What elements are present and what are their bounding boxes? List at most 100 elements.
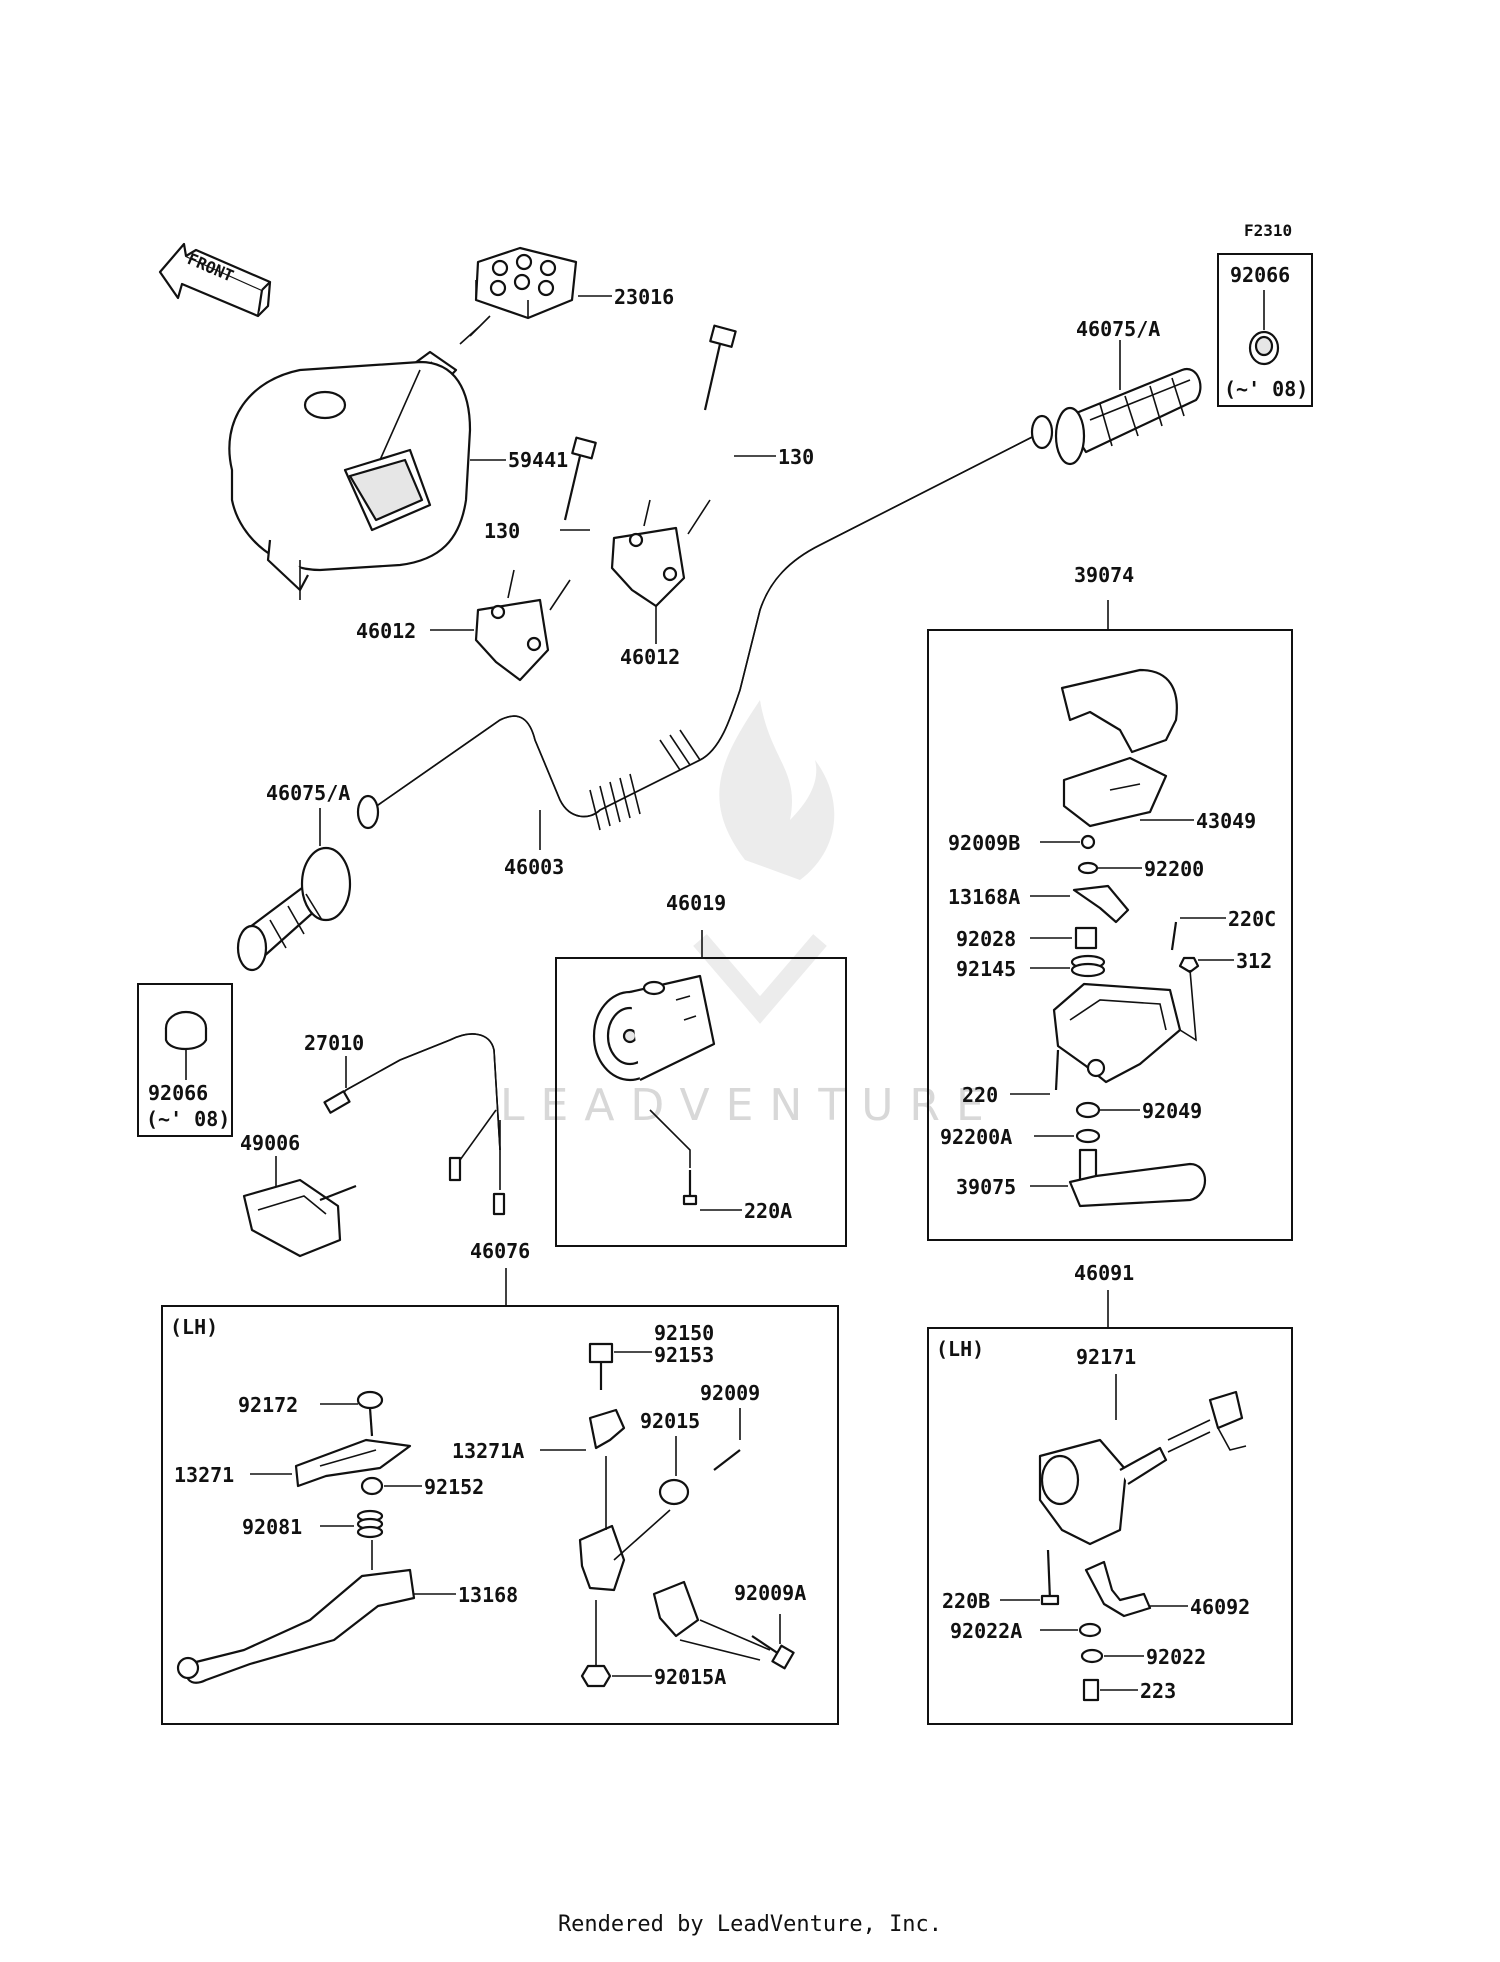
label-92009b: 92009B — [948, 831, 1020, 855]
box-46076 — [161, 1305, 839, 1725]
box-92066-top — [1217, 253, 1313, 407]
label-92150: 92150 — [654, 1321, 714, 1345]
label-92081: 92081 — [242, 1515, 302, 1539]
label-92200a: 92200A — [940, 1125, 1012, 1149]
label-92171: 92171 — [1076, 1345, 1136, 1369]
label-43049: 43049 — [1196, 809, 1256, 833]
label-39074: 39074 — [1074, 563, 1134, 587]
part-92200a — [1075, 1128, 1101, 1144]
label-46003: 46003 — [504, 855, 564, 879]
part-92066-top — [1248, 330, 1280, 366]
label-92152: 92152 — [424, 1475, 484, 1499]
label-92015a: 92015A — [654, 1665, 726, 1689]
footer-credit: Rendered by LeadVenture, Inc. — [557, 1912, 943, 1937]
part-223-screw — [1082, 1678, 1100, 1702]
part-46091-switch — [1038, 1390, 1247, 1546]
part-13168-lever — [176, 1540, 416, 1684]
part-39074-housing — [1060, 668, 1178, 754]
part-92022 — [1080, 1648, 1104, 1664]
part-92015-nut — [658, 1478, 690, 1506]
label-220: 220 — [962, 1083, 998, 1107]
label-220b: 220B — [942, 1589, 990, 1613]
label-23016: 23016 — [614, 285, 674, 309]
label-92200: 92200 — [1144, 857, 1204, 881]
label-46012-b: 46012 — [620, 645, 680, 669]
box-46019 — [555, 957, 847, 1247]
label-46012-a: 46012 — [356, 619, 416, 643]
label-13271a: 13271A — [452, 1439, 524, 1463]
box-39074 — [927, 629, 1293, 1241]
label-92009: 92009 — [700, 1381, 760, 1405]
label-46076: 46076 — [470, 1239, 530, 1263]
figure-code: F2310 — [1244, 221, 1292, 240]
label-92049: 92049 — [1142, 1099, 1202, 1123]
label-92015: 92015 — [640, 1409, 700, 1433]
note-92066-left: (~' 08) — [146, 1107, 230, 1131]
part-92009-bolt — [713, 1449, 741, 1471]
part-92145-spring — [1070, 954, 1106, 978]
box-92066-left — [137, 983, 233, 1137]
label-59441: 59441 — [508, 448, 568, 472]
label-92066-left: 92066 — [148, 1081, 208, 1105]
part-92150-bolt — [588, 1342, 614, 1390]
note-92066-top: (~' 08) — [1224, 377, 1308, 401]
part-220a-screw — [682, 1170, 698, 1206]
label-312: 312 — [1236, 949, 1272, 973]
part-92172-screw — [356, 1390, 384, 1437]
part-92066-left — [164, 1010, 208, 1051]
part-46092-lever — [1084, 1560, 1152, 1618]
label-39075: 39075 — [956, 1175, 1016, 1199]
watermark: LEADVENTURE — [500, 700, 1000, 1131]
label-13168a: 13168A — [948, 885, 1020, 909]
label-92009a: 92009A — [734, 1581, 806, 1605]
label-92028: 92028 — [956, 927, 1016, 951]
label-46075a-left: 46075/A — [266, 781, 350, 805]
label-92172: 92172 — [238, 1393, 298, 1417]
part-92009b — [1080, 834, 1096, 850]
part-13271a — [588, 1408, 626, 1450]
part-13271 — [294, 1438, 412, 1488]
part-220b-screw — [1040, 1549, 1060, 1606]
box-46091 — [927, 1327, 1293, 1725]
label-92066-top: 92066 — [1230, 263, 1290, 287]
part-92015a-nut — [580, 1664, 612, 1688]
label-220c: 220C — [1228, 907, 1276, 931]
front-arrow-icon: FRONT — [158, 242, 272, 318]
part-43049 — [1062, 756, 1168, 828]
label-130-a: 130 — [484, 519, 520, 543]
label-46091: 46091 — [1074, 1261, 1134, 1285]
label-13271: 13271 — [174, 1463, 234, 1487]
label-27010: 27010 — [304, 1031, 364, 1055]
part-49006 — [242, 1178, 357, 1258]
label-46092: 46092 — [1190, 1595, 1250, 1619]
part-312 — [1178, 956, 1200, 974]
part-46003-handlebar — [356, 414, 1054, 831]
part-13168a — [1072, 884, 1130, 924]
part-92028 — [1074, 926, 1098, 950]
label-13168: 13168 — [458, 1583, 518, 1607]
label-92145: 92145 — [956, 957, 1016, 981]
part-220c — [1170, 921, 1178, 951]
side-46091: (LH) — [936, 1337, 984, 1361]
part-46012-b — [610, 499, 711, 608]
part-46019-switch — [592, 974, 716, 1082]
label-220a: 220A — [744, 1199, 792, 1223]
watermark-text: LEADVENTURE — [500, 1080, 1000, 1131]
label-49006: 49006 — [240, 1131, 300, 1155]
label-92153: 92153 — [654, 1343, 714, 1367]
label-46075a-top: 46075/A — [1076, 317, 1160, 341]
part-92049 — [1075, 1101, 1101, 1119]
label-92022a: 92022A — [950, 1619, 1022, 1643]
part-46012-a — [474, 569, 571, 682]
part-92152 — [360, 1476, 384, 1496]
part-130-a — [563, 436, 597, 521]
part-59441 — [228, 360, 472, 600]
part-46075a-left-grip — [236, 846, 352, 972]
part-220 — [1054, 1049, 1060, 1091]
part-92022a — [1078, 1622, 1102, 1638]
part-92081-spring — [356, 1509, 384, 1539]
part-92200 — [1077, 861, 1099, 875]
part-23016 — [398, 246, 578, 402]
part-39074-base — [1052, 969, 1197, 1084]
